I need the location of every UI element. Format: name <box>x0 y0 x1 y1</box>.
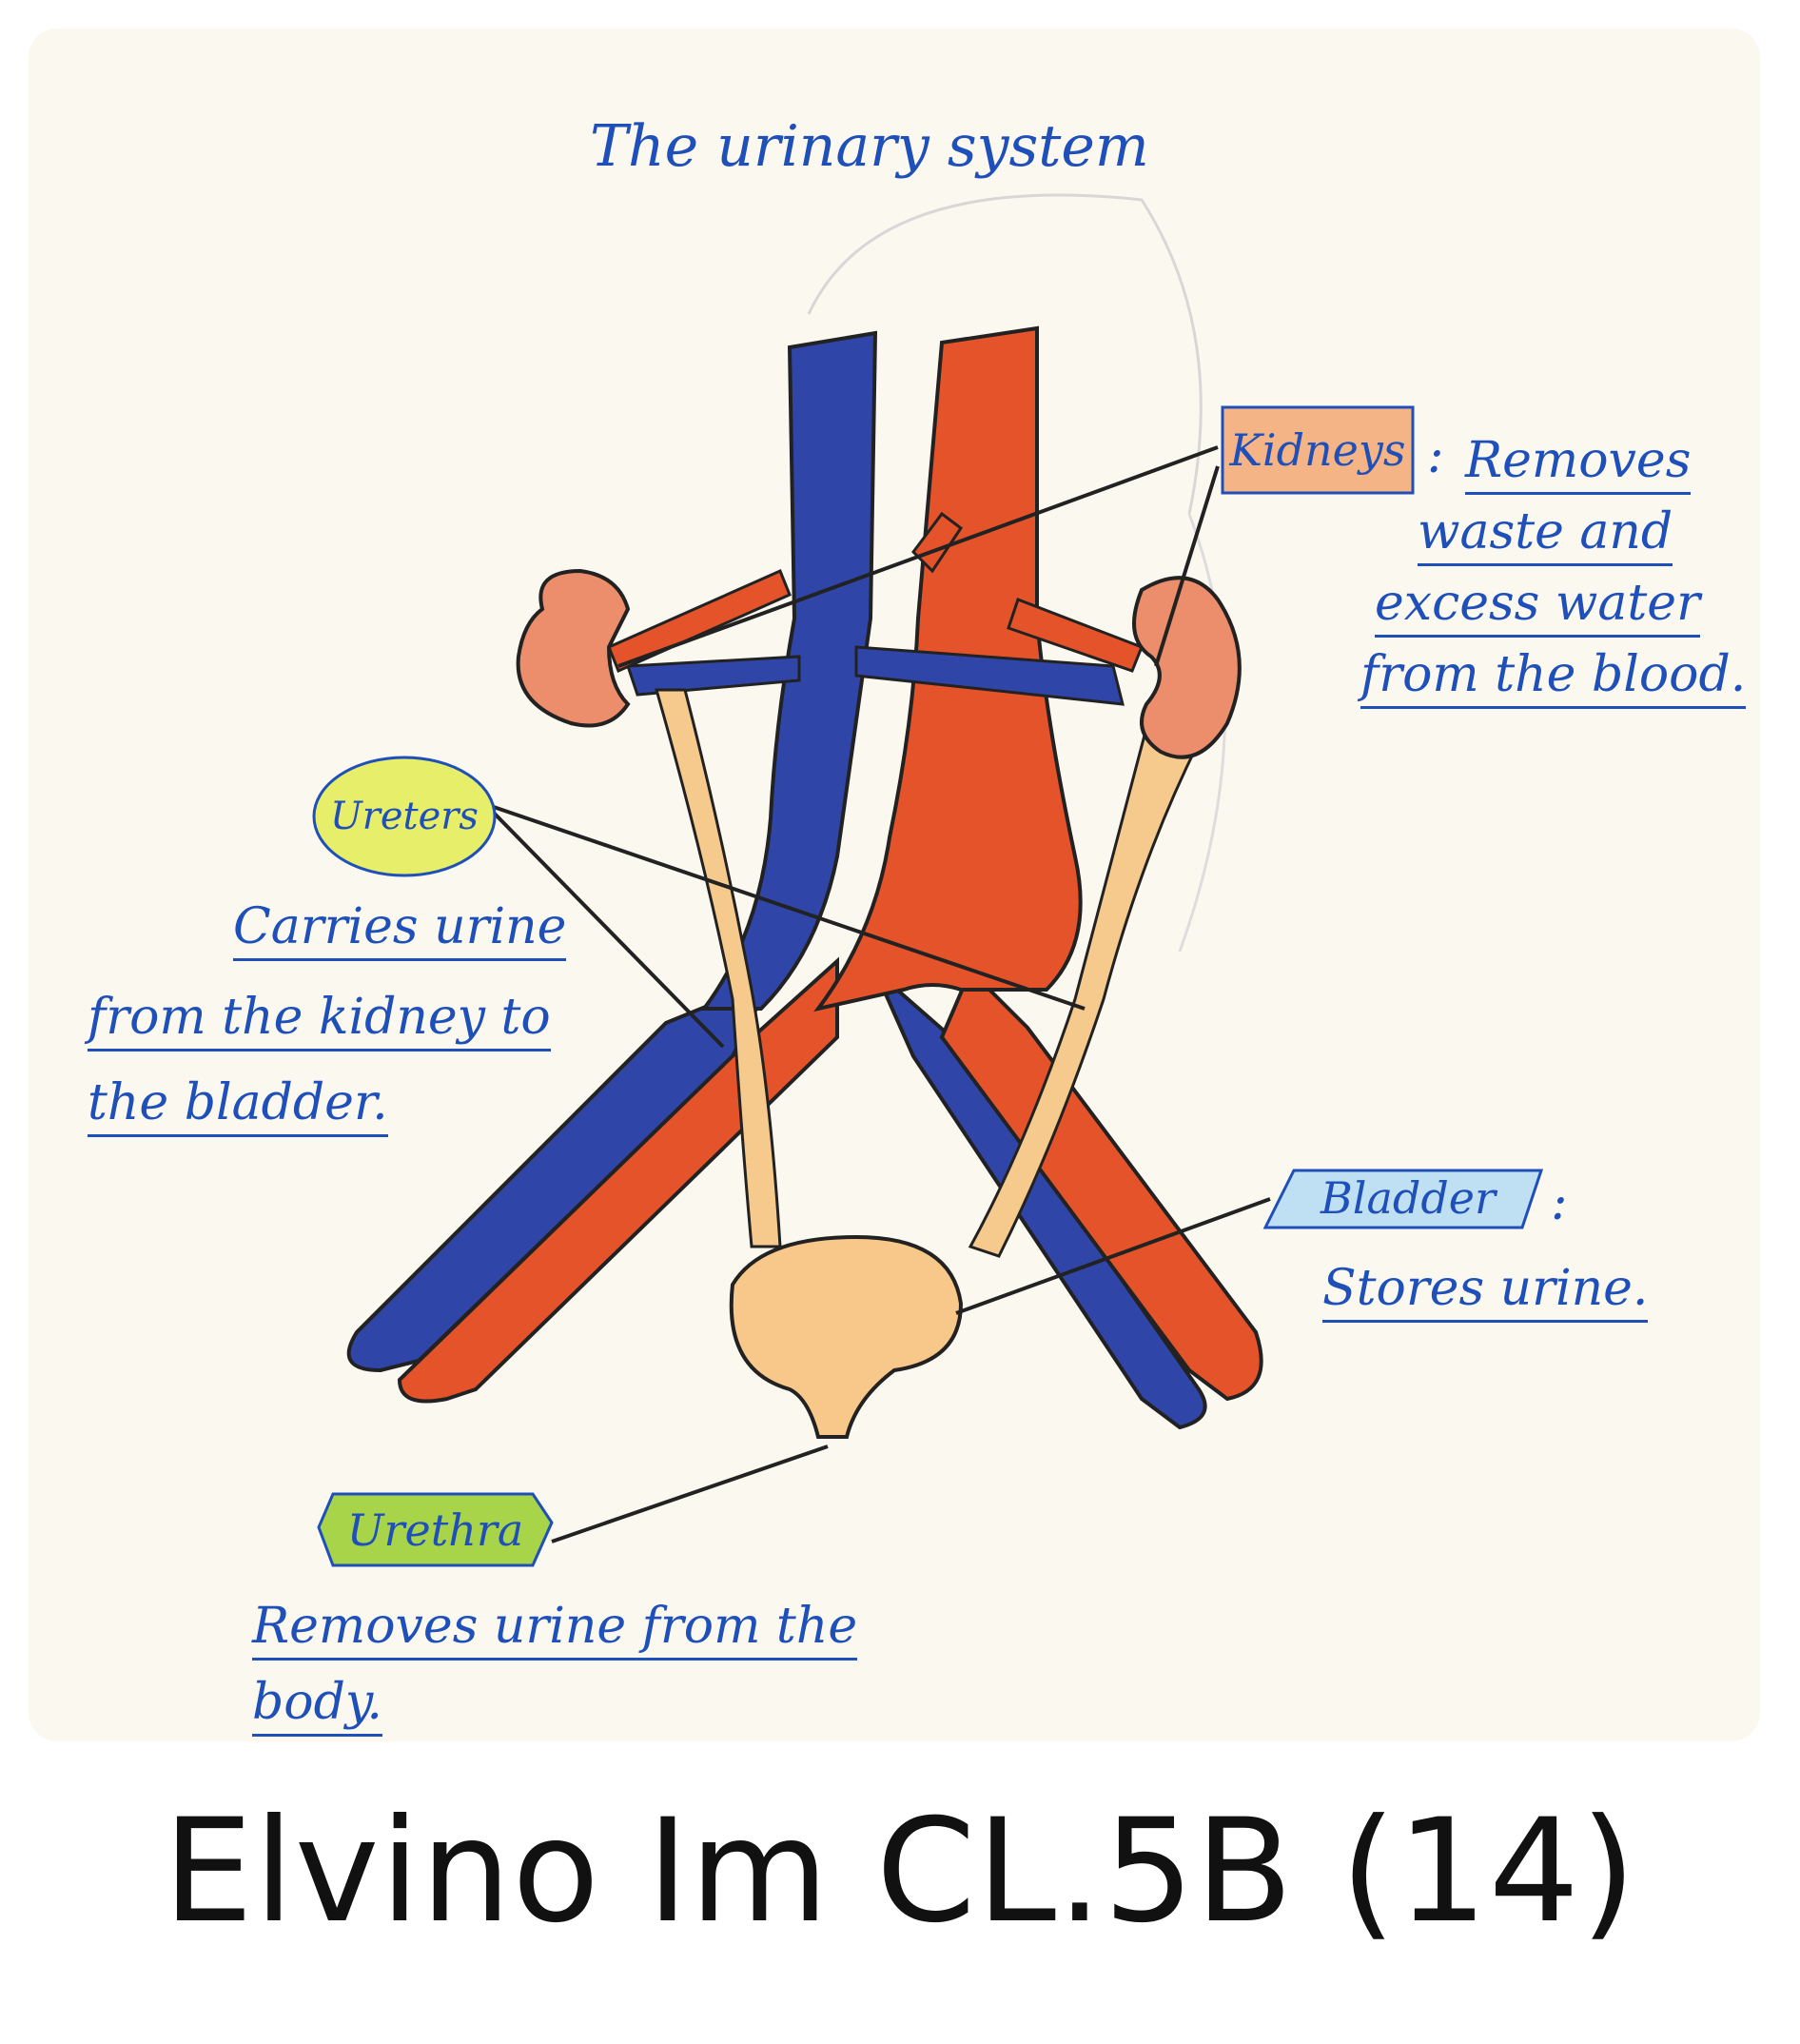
kidneys-label: Kidneys <box>1229 424 1406 476</box>
ureters-label-bubble <box>312 756 497 877</box>
sketch-outline <box>807 193 1203 515</box>
urethra-label: Urethra <box>346 1504 524 1556</box>
kidneys-desc-line-3: excess water <box>1375 575 1700 638</box>
bladder-colon: : <box>1551 1174 1568 1231</box>
branch-artery <box>911 511 964 574</box>
ureters-pointer-line-2 <box>484 802 1086 1011</box>
urethra-pointer-line <box>551 1445 829 1543</box>
right-kidney <box>1132 576 1242 759</box>
right-ureter <box>968 726 1202 1258</box>
kidneys-pointer-line-1 <box>617 445 1219 668</box>
left-kidney <box>516 568 631 728</box>
kidneys-desc-line-1: Removes <box>1465 432 1692 495</box>
urethra-label-box <box>317 1492 554 1567</box>
right-iliac-vein <box>873 969 1207 1430</box>
ureters-desc-line-3: the bladder. <box>88 1074 388 1137</box>
bladder-label-box <box>1262 1169 1544 1229</box>
bladder-pointer-line <box>955 1197 1271 1315</box>
kidneys-pointer-line-2 <box>1154 465 1220 667</box>
left-iliac-artery <box>397 956 839 1404</box>
kidneys-desc-line-4: from the blood. <box>1360 646 1747 709</box>
kidneys-desc-line-2: waste and <box>1418 503 1673 566</box>
diagram-title: The urinary system <box>590 113 1149 180</box>
left-iliac-vein <box>346 976 775 1373</box>
left-renal-vein <box>625 655 801 697</box>
kidneys-colon: : <box>1427 427 1444 484</box>
left-renal-artery <box>607 568 792 674</box>
bladder <box>729 1234 964 1439</box>
bladder-desc-line-1: Stores urine. <box>1322 1260 1649 1323</box>
urethra-desc-line-1: Removes urine from the <box>252 1598 858 1661</box>
urethra-desc-line-2: body. <box>252 1674 382 1737</box>
left-ureter <box>655 688 782 1248</box>
ureters-desc-line-2: from the kidney to <box>88 989 551 1051</box>
student-caption: Elvino Im CL.5B (14) <box>163 1789 1637 1955</box>
kidneys-label-box <box>1221 405 1415 495</box>
urinary-system-drawing <box>312 193 1544 1567</box>
right-renal-artery <box>1007 598 1144 673</box>
ureters-pointer-line-1 <box>483 802 725 1049</box>
right-iliac-artery <box>939 967 1263 1402</box>
bladder-label: Bladder <box>1320 1172 1497 1224</box>
ureters-desc-line-1: Carries urine <box>233 898 567 961</box>
ureters-label: Ureters <box>330 795 479 838</box>
right-renal-vein <box>854 645 1125 706</box>
